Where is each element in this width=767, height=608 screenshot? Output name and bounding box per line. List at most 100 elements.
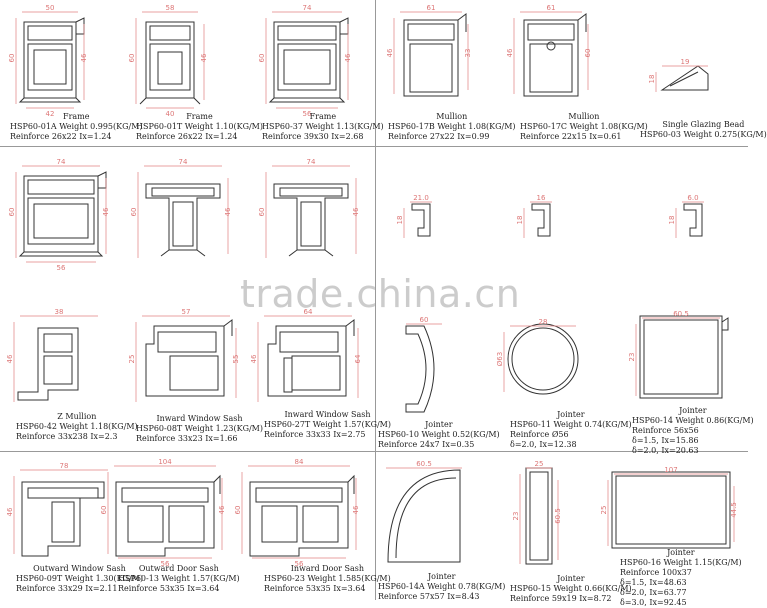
profile-spec-line: Reinforce 26x22 Ix=1.24 [10,132,112,141]
dimension-label: 46 [102,207,110,216]
divider-horizontal-2 [0,451,748,452]
dimension-label: 46 [344,53,352,62]
dimension-label: 46 [6,354,14,363]
profile-name: Jointer [557,574,585,583]
dimension-label: 61 [547,4,556,12]
profile-spec-line: Reinforce Ø56 [510,430,569,439]
dimension-label: 28 [539,318,548,326]
profile-spec-line: HSP60-17C Weight 1.08(KG/M) [520,122,648,131]
dimension-label: 46 [224,207,232,216]
dimension-label: 64 [354,354,362,363]
profile-name: Jointer [679,406,707,415]
profile-spec-line: HSP60-11 Weight 0.74(KG/M) [510,420,632,429]
profile-spec-line: Reinforce 33x33 Ix=2.75 [264,430,366,439]
dimension-label: 46 [80,53,88,62]
divider-horizontal-1 [0,146,748,147]
profile-spec-line: δ=1.5, Ix=48.63 [620,578,687,587]
dimension-label: 56 [161,560,170,568]
dimension-label: 46 [6,507,14,516]
dimension-label: 60 [8,208,16,217]
dimension-label: 44.5 [730,502,738,518]
profile-drawing: 64 46 64 [250,308,362,402]
profile-name: Z Mullion [57,412,97,421]
dimension-label: 21.0 [413,194,429,202]
dimension-label: 60 [420,316,429,324]
profile-name: Jointer [667,548,695,557]
dimension-label: 18 [668,216,676,225]
dimension-label: 74 [307,158,316,166]
profile-spec-line: Reinforce 39x30 Ix=2.68 [262,132,364,141]
dimension-label: 60.5 [554,508,562,524]
dimension-label: 6.0 [687,194,698,202]
dimension-label: 55 [232,355,240,364]
dimension-label: 23 [628,353,636,362]
dimension-label: 46 [386,48,394,57]
profile-name: Frame [186,112,213,121]
dimension-label: Ø63 [496,352,504,366]
dimension-label: 18 [516,216,524,225]
profile-name: Frame [309,112,337,121]
dimension-label: 60 [258,208,266,217]
dimension-label: 60 [128,54,136,63]
dimension-label: 25 [128,355,136,364]
dimension-label: 64 [304,308,313,316]
dimension-label: 46 [506,48,514,57]
profile-spec-line: HSP60-42 Weight 1.18(KG/M) [16,422,138,431]
divider-vertical [375,0,376,600]
profile-spec-line: Reinforce 26x22 Ix=1.24 [136,132,238,141]
profile-spec-line: Reinforce 57x57 Ix=8.43 [378,592,480,601]
profile-spec-line: Reinforce 27x22 Ix=0.99 [388,132,490,141]
dimension-label: 46 [200,53,208,62]
dimension-label: 18 [396,216,404,225]
profile-name: Jointer [427,572,456,581]
dimension-label: 46 [352,207,360,216]
dimension-label: 46 [250,354,258,363]
profile-spec-line: HSP60-13 Weight 1.57(KG/M) [118,574,240,583]
profile-spec-line: δ=2.0, Ix=20.63 [632,446,699,455]
dimension-label: 104 [158,458,172,466]
profile-name: Single Glazing Bead [662,120,745,129]
dimension-label: 107 [664,466,677,474]
profile-spec-line: HSP60-14 Weight 0.86(KG/M) [632,416,754,425]
profile-name: Mullion [568,112,600,121]
profile-name: Frame [63,112,90,121]
profile-spec-line: δ=2.0, Ix=63.77 [620,588,687,597]
profile-name: Jointer [425,420,453,429]
profile-spec-line: HSP60-37 Weight 1.13(KG/M) [262,122,384,131]
dimension-label: 18 [648,75,656,84]
dimension-label: 74 [57,158,66,166]
dimension-label: 61 [427,4,436,12]
profile-drawing: 60.5 [386,460,462,563]
dimension-label: 60 [234,506,242,515]
profile-spec-line: Reinforce 22x15 Ix=0.61 [520,132,622,141]
dimension-label: 60 [258,54,266,63]
profile-name: Outward Window Sash [33,564,126,573]
profile-spec-line: HSP60-27T Weight 1.57(KG/M) [264,420,391,429]
profile-spec-line: Reinforce 33x238 Ix=2.3 [16,432,118,441]
profile-spec-line: δ=3.0, Ix=92.45 [620,598,687,607]
dimension-label: 19 [681,58,690,66]
profile-spec-line: Reinforce 100x37 [620,568,692,577]
